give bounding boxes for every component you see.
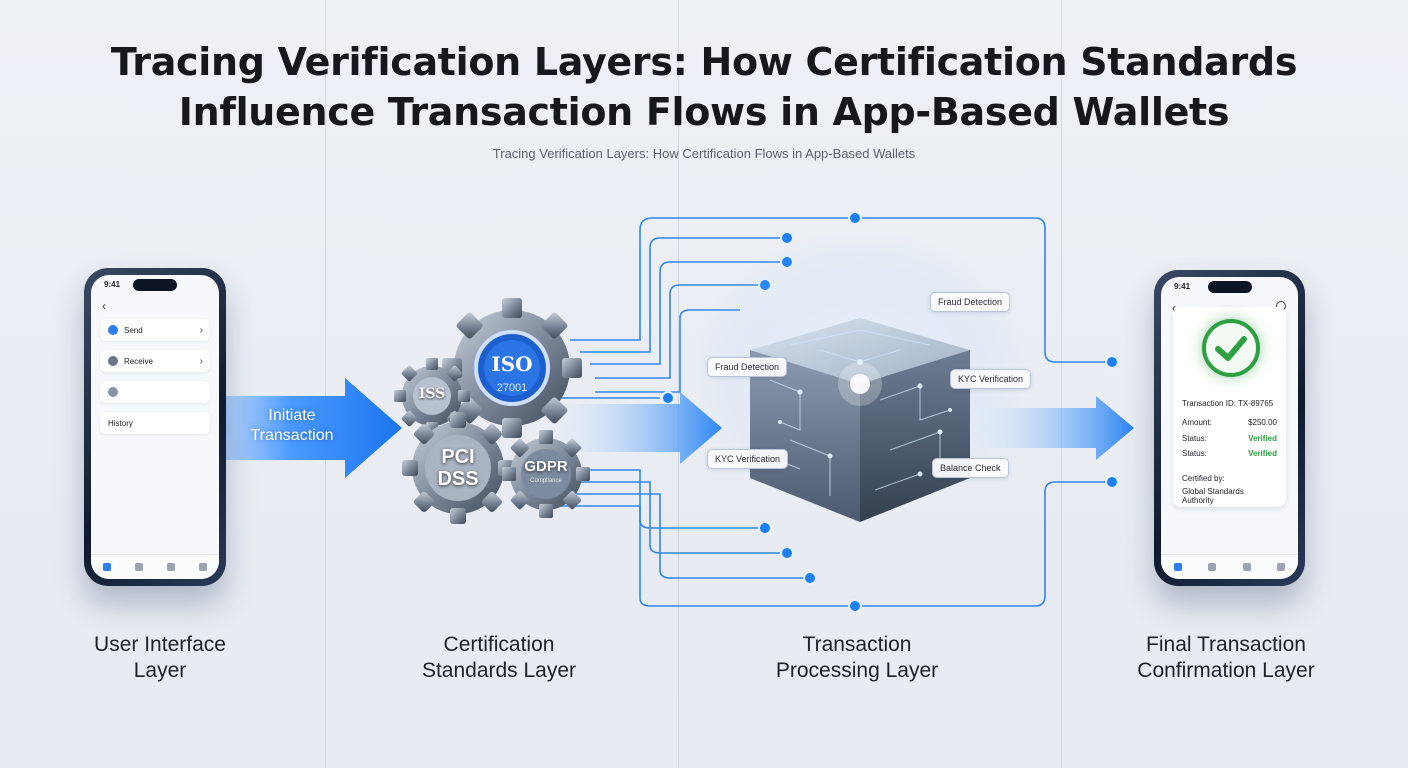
tag-fraud-detection-right: Fraud Detection (930, 292, 1011, 312)
menu-item-receive-label: Receive (124, 356, 153, 366)
tab-home-icon[interactable] (1174, 563, 1183, 571)
tag-kyc-verification-left: KYC Verification (707, 449, 789, 469)
certified-by: Certified by: (1182, 474, 1277, 483)
confirmation-phone: 9:41 ‹ Transaction ID: TX-89765 Amount: … (1154, 270, 1305, 586)
phone-notch (133, 279, 177, 291)
connector-lines-right (855, 217, 1112, 607)
pci-line-1: PCI (441, 446, 475, 468)
tab-wallet-icon[interactable] (1208, 563, 1217, 571)
tab-profile-icon[interactable] (199, 563, 207, 571)
menu-item-receive[interactable]: Receive › (100, 350, 210, 372)
layer-label-user-interface: User Interface Layer (20, 632, 300, 684)
tab-profile-icon[interactable] (1276, 563, 1285, 571)
layer-2-line-1: Certification (443, 633, 555, 656)
status-time: 9:41 (1174, 282, 1191, 291)
iss-badge: ISS (418, 386, 446, 402)
layer-3-line-1: Transaction (802, 633, 912, 656)
receive-icon (108, 356, 118, 366)
gdpr-badge-sub: Compliance (530, 478, 562, 484)
authority: Global Standards Authority (1182, 487, 1277, 505)
tab-bar (91, 554, 219, 579)
back-icon[interactable]: ‹ (1172, 301, 1176, 315)
section-divider-1 (325, 0, 326, 768)
tab-wallet-icon[interactable] (135, 563, 143, 571)
layer-label-processing: Transaction Processing Layer (717, 632, 997, 684)
status-value-1: Verified (1248, 434, 1277, 443)
gears-to-cube-arrow (560, 392, 722, 464)
user-phone: 9:41 ‹ Send › Receive › History (84, 268, 226, 586)
layer-label-confirmation: Final Transaction Confirmation Layer (1086, 632, 1366, 684)
amount-value: $250.00 (1248, 418, 1277, 427)
tab-activity-icon[interactable] (1242, 563, 1251, 571)
layer-4-line-2: Confirmation Layer (1137, 659, 1315, 682)
phone-notch (1207, 281, 1252, 293)
page-title-line-1: Tracing Verification Layers: How Certifi… (110, 40, 1298, 84)
gear-iso (442, 298, 582, 438)
status-time: 9:41 (104, 280, 121, 289)
page-subtitle: Tracing Verification Layers: How Certifi… (492, 146, 916, 161)
transaction-id: Transaction ID: TX-89765 (1182, 399, 1277, 408)
amount-label: Amount: (1182, 418, 1212, 427)
menu-item-history[interactable]: History (100, 412, 210, 434)
layer-label-certification: Certification Standards Layer (359, 632, 639, 684)
gear-gdpr (502, 430, 590, 518)
certified-by-label: Certified by: (1182, 474, 1225, 483)
connector-lines-left (560, 217, 855, 607)
initiate-line-2: Transaction (250, 427, 334, 444)
receipt-card: Transaction ID: TX-89765 Amount: $250.00… (1173, 307, 1286, 507)
iso-badge-code: 27001 (496, 382, 528, 394)
gdpr-badge-name: GDPR (524, 458, 568, 475)
tag-fraud-detection-left: Fraud Detection (707, 357, 788, 377)
back-icon[interactable]: ‹ (102, 299, 106, 313)
layer-4-line-1: Final Transaction (1146, 633, 1306, 656)
menu-item-blank[interactable] (100, 381, 210, 403)
chevron-right-icon: › (199, 355, 203, 367)
authority-name: Global Standards Authority (1182, 487, 1244, 505)
menu-item-send[interactable]: Send › (100, 319, 210, 341)
send-icon (108, 325, 118, 335)
status-label-1: Status: (1182, 434, 1207, 443)
status-value-2: Verified (1248, 449, 1277, 458)
initiate-line-1: Initiate (268, 407, 316, 424)
tab-activity-icon[interactable] (167, 563, 175, 571)
tag-kyc-verification-right: KYC Verification (950, 369, 1032, 389)
status-label-2: Status: (1182, 449, 1207, 458)
section-divider-3 (1061, 0, 1062, 768)
chevron-right-icon: › (199, 324, 203, 336)
iso-badge-name: ISO (491, 352, 533, 376)
tab-home-icon[interactable] (103, 563, 111, 571)
status-row-2: Status: Verified (1182, 449, 1277, 458)
pci-badge: PCI DSS (428, 446, 488, 490)
page-title-line-2: Influence Transaction Flows in App-Based… (178, 90, 1230, 134)
layer-3-line-2: Processing Layer (775, 659, 939, 682)
section-divider-2 (678, 0, 679, 768)
gear-iss (394, 358, 470, 434)
initiate-arrow (180, 378, 402, 478)
pci-line-2: DSS (437, 468, 479, 490)
layer-1-line-2: Layer (133, 659, 187, 682)
success-check-icon (1201, 319, 1260, 377)
item-icon (108, 387, 118, 397)
confirmation-phone-screen: 9:41 ‹ Transaction ID: TX-89765 Amount: … (1161, 277, 1298, 579)
status-row-1: Status: Verified (1182, 434, 1277, 443)
menu-item-send-label: Send (124, 325, 143, 335)
layer-1-line-1: User Interface (94, 633, 226, 656)
transaction-id-text: Transaction ID: TX-89765 (1182, 399, 1274, 408)
menu-item-history-label: History (108, 418, 133, 428)
user-phone-screen: 9:41 ‹ Send › Receive › History (91, 275, 219, 579)
initiate-transaction-label: Initiate Transaction (232, 406, 352, 446)
tab-bar (1161, 554, 1298, 579)
layer-2-line-2: Standards Layer (421, 659, 577, 682)
amount-row: Amount: $250.00 (1182, 418, 1277, 427)
tag-balance-check: Balance Check (932, 458, 1009, 478)
